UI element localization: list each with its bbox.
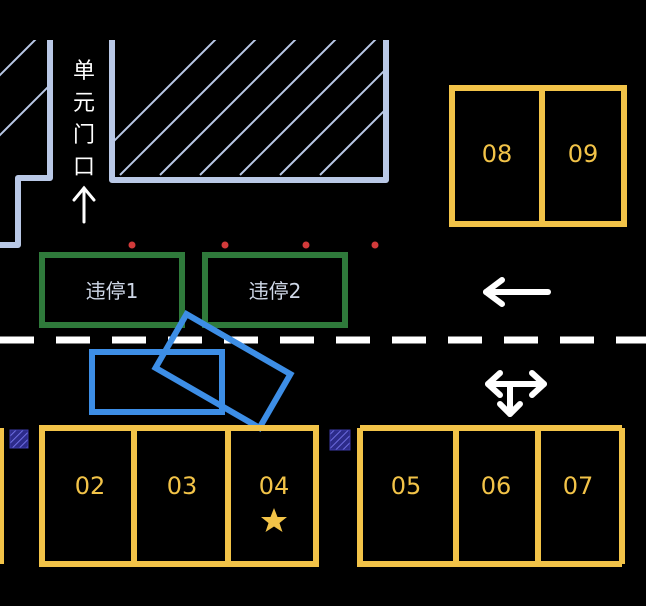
building-hatch [112, 40, 384, 176]
accessible-marker [9, 429, 29, 449]
parking-block-bottom-right: 05 06 07 [357, 425, 625, 567]
building-block [0, 40, 389, 248]
car-parallel [89, 349, 225, 415]
parking-block-bottom-left: 02 03 04 [39, 425, 319, 567]
parking-space-label: 02 [75, 472, 106, 500]
parking-space-label: 08 [482, 140, 513, 168]
parking-space-label: 09 [568, 140, 599, 168]
building-wall-left [0, 40, 53, 248]
marker-dot [221, 241, 229, 249]
building-wall [109, 40, 389, 183]
entrance-char: 口 [73, 155, 95, 180]
left-arrow-icon [483, 277, 551, 307]
illegal-parking-1: 违停1 [39, 252, 185, 328]
illegal-parking-2: 违停2 [202, 252, 348, 328]
bidirectional-arrow-icon [485, 370, 547, 417]
building-hatch-left [0, 40, 48, 137]
entrance-char: 单 [73, 59, 95, 84]
entrance-char: 门 [73, 123, 95, 148]
parking-space-label: 07 [563, 472, 594, 500]
illegal-parking-label: 违停1 [86, 279, 139, 303]
parking-space-label: 04 [259, 472, 290, 500]
markers [128, 241, 379, 249]
parking-space-label: 03 [167, 472, 198, 500]
entrance-char: 元 [73, 91, 95, 116]
marker-dot [128, 241, 136, 249]
accessible-marker [329, 429, 351, 451]
parking-space-label: 05 [391, 472, 422, 500]
parking-block-top: 08 09 [449, 85, 627, 227]
marker-dot [302, 241, 310, 249]
star-icon [261, 508, 287, 532]
parking-block-outline [449, 85, 627, 227]
car-angled [151, 310, 295, 432]
parking-space-label: 06 [481, 472, 512, 500]
illegal-parking-label: 违停2 [249, 279, 302, 303]
up-arrow-icon [72, 185, 96, 224]
entrance-label: 单 元 门 口 [73, 59, 95, 180]
marker-dot [371, 241, 379, 249]
